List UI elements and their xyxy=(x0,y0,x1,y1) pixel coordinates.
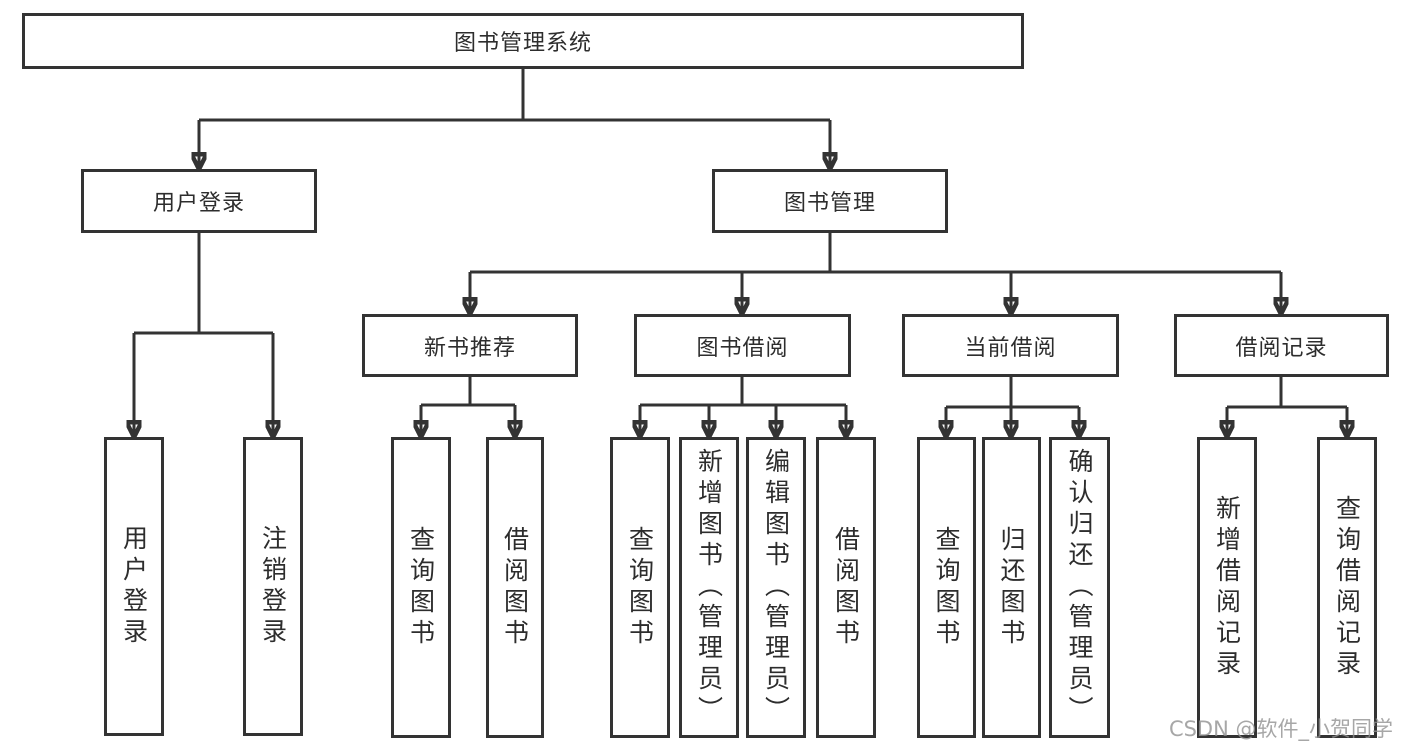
leaf-query-books-borrow: 查询图书 xyxy=(610,437,670,738)
leaf-label: 注销登录 xyxy=(258,524,288,649)
leaf-label: 归还图书 xyxy=(997,525,1026,650)
node-label: 图书管理 xyxy=(783,191,876,216)
node-label: 图书管理系统 xyxy=(453,31,592,56)
leaf-logout: 注销登录 xyxy=(243,437,303,736)
leaf-label: 新增借阅记录 xyxy=(1212,494,1242,681)
leaf-add-borrow-record: 新增借阅记录 xyxy=(1197,437,1257,738)
node-user-login: 用户登录 xyxy=(81,169,317,233)
leaf-confirm-return-admin: 确认归还（管理员） xyxy=(1049,437,1110,738)
node-root-system: 图书管理系统 xyxy=(22,13,1024,69)
leaf-query-books-recommend: 查询图书 xyxy=(391,437,451,738)
leaf-label: 查询图书 xyxy=(625,525,655,650)
leaf-label: 借阅图书 xyxy=(500,525,530,650)
leaf-label: 查询图书 xyxy=(932,525,961,650)
leaf-borrow-books: 借阅图书 xyxy=(816,437,876,738)
leaf-label: 用户登录 xyxy=(119,524,149,649)
leaf-query-borrow-record: 查询借阅记录 xyxy=(1317,437,1377,738)
leaf-label: 借阅图书 xyxy=(831,525,861,650)
node-new-book-recommend: 新书推荐 xyxy=(362,314,578,377)
leaf-return-book: 归还图书 xyxy=(982,437,1041,738)
leaf-label: 确认归还（管理员） xyxy=(1065,448,1094,727)
csdn-watermark: CSDN @软件_小贺同学 xyxy=(1168,717,1393,741)
node-label: 用户登录 xyxy=(152,191,245,216)
leaf-label: 查询借阅记录 xyxy=(1332,494,1362,681)
leaf-query-books-current: 查询图书 xyxy=(917,437,976,738)
leaf-label: 新增图书（管理员） xyxy=(694,448,724,727)
leaf-edit-book-admin: 编辑图书（管理员） xyxy=(746,437,806,738)
node-book-borrow: 图书借阅 xyxy=(634,314,851,377)
node-borrow-records: 借阅记录 xyxy=(1174,314,1389,377)
node-book-management: 图书管理 xyxy=(712,169,948,233)
leaf-label: 编辑图书（管理员） xyxy=(761,448,791,727)
leaf-borrow-books-recommend: 借阅图书 xyxy=(486,437,544,738)
leaf-user-login: 用户登录 xyxy=(104,437,164,736)
node-label: 当前借阅 xyxy=(964,335,1057,361)
node-current-borrow: 当前借阅 xyxy=(902,314,1119,377)
node-label: 图书借阅 xyxy=(696,335,789,361)
leaf-label: 查询图书 xyxy=(406,525,436,650)
leaf-add-book-admin: 新增图书（管理员） xyxy=(679,437,739,738)
node-label: 借阅记录 xyxy=(1235,335,1328,361)
node-label: 新书推荐 xyxy=(423,335,516,361)
